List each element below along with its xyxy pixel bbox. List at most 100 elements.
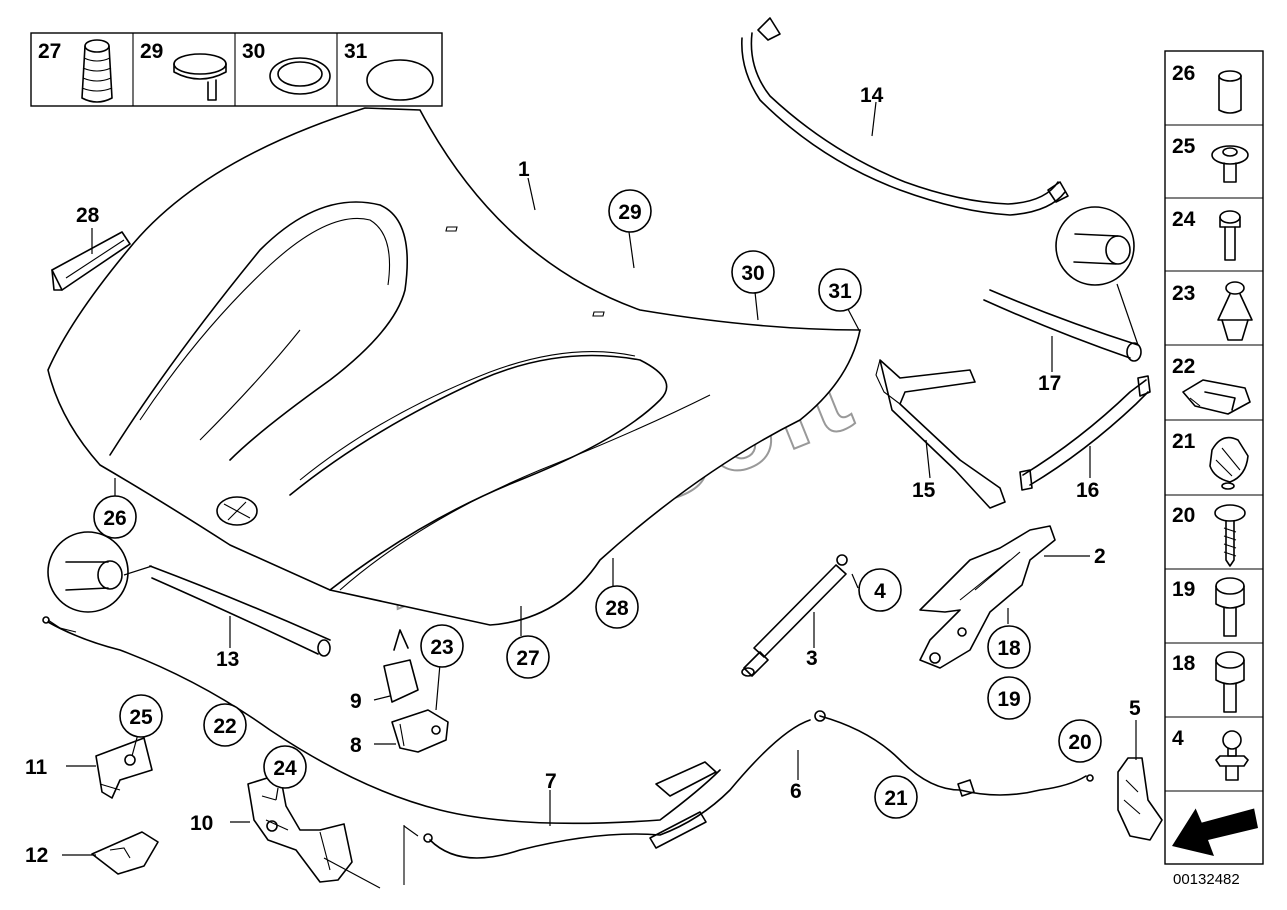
- svg-text:4: 4: [874, 580, 886, 603]
- bowden-cable: [42, 616, 811, 885]
- expanding-rivet-icon: [1211, 145, 1249, 183]
- svg-text:29: 29: [618, 201, 641, 224]
- cylinder-buffer-icon: [1218, 70, 1242, 114]
- circled-callout-19: 19: [987, 676, 1031, 720]
- callout-28-plain: 28: [76, 204, 100, 227]
- callout-10: 10: [190, 812, 213, 835]
- bolt-icon: [1219, 210, 1241, 261]
- svg-text:31: 31: [828, 280, 852, 303]
- callout-7: 7: [545, 770, 557, 793]
- side-panel-label-24: 24: [1172, 208, 1196, 231]
- circled-callout-21: 21: [874, 775, 918, 819]
- circled-callout-4: 4: [858, 568, 902, 612]
- top-panel-label-29: 29: [140, 40, 163, 63]
- leader-lines: [62, 101, 1137, 856]
- svg-text:30: 30: [741, 262, 764, 285]
- side-panel-label-23: 23: [1172, 282, 1195, 305]
- circled-callout-20: 20: [1058, 719, 1102, 763]
- release-cable: [814, 710, 1094, 797]
- plug-clip-icon: [173, 53, 227, 101]
- diagram-code: 00132482: [1173, 871, 1240, 888]
- circled-callout-24: 24: [263, 745, 307, 789]
- circled-callout-29: 29: [608, 189, 652, 233]
- callout-8: 8: [350, 734, 362, 757]
- grommet-icon: [269, 57, 331, 95]
- circled-callout-25: 25: [119, 694, 163, 738]
- side-panel-label-18: 18: [1172, 652, 1196, 675]
- buffer-holder: [391, 709, 449, 753]
- svg-text:27: 27: [516, 647, 539, 670]
- svg-text:26: 26: [103, 507, 126, 530]
- plain-callouts: 1 2 3 5 6 7 8 9 10 11 12 13 14 15 16 17 …: [25, 84, 1141, 867]
- tube-seal-left: [47, 531, 331, 657]
- hex-bolt-icon-18: [1215, 651, 1245, 713]
- circled-callout-22: 22: [203, 703, 247, 747]
- svg-text:22: 22: [213, 715, 236, 738]
- callout-11: 11: [25, 756, 48, 779]
- callout-2: 2: [1094, 545, 1106, 568]
- callout-9: 9: [350, 690, 362, 713]
- edge-protector: [51, 231, 131, 291]
- circled-callout-18: 18: [987, 625, 1031, 669]
- top-parts-panel: 27 29 30 31: [30, 32, 443, 107]
- hood-bracket-left: [875, 359, 1006, 509]
- svg-text:21: 21: [884, 787, 908, 810]
- callout-6: 6: [790, 780, 802, 803]
- side-panel-label-21: 21: [1172, 430, 1196, 453]
- top-panel-label-30: 30: [242, 40, 265, 63]
- side-panel-label-4: 4: [1172, 727, 1184, 750]
- circled-callout-28: 28: [595, 585, 639, 629]
- hex-bolt-icon-19: [1215, 577, 1245, 637]
- direction-arrow-icon: [1172, 807, 1258, 856]
- rubber-buffer-icon: [81, 39, 113, 103]
- lock-bracket: [95, 737, 153, 799]
- release-handle: [1117, 757, 1163, 841]
- spring-nut-icon: [1182, 379, 1251, 415]
- rubber-stopper: [383, 629, 419, 703]
- callout-17: 17: [1038, 372, 1061, 395]
- callout-1: 1: [518, 158, 530, 181]
- sealing-disc-icon: [366, 59, 434, 101]
- side-panel-label-26: 26: [1172, 62, 1195, 85]
- svg-text:18: 18: [997, 637, 1021, 660]
- callout-3: 3: [806, 647, 818, 670]
- side-panel-label-22: 22: [1172, 355, 1195, 378]
- gas-strut: [741, 554, 848, 677]
- callout-14: 14: [860, 84, 884, 107]
- push-clip-icon: [1217, 281, 1253, 341]
- circled-callout-31: 31: [818, 268, 862, 312]
- svg-text:23: 23: [430, 636, 453, 659]
- side-panel-label-20: 20: [1172, 504, 1195, 527]
- side-parts-panel: 26 25 24 23 22 21 20 19 18 4: [1164, 50, 1264, 865]
- hood-lock: [247, 773, 381, 889]
- hood-hinge: [919, 525, 1056, 669]
- side-panel-label-25: 25: [1172, 135, 1196, 158]
- side-panel-label-19: 19: [1172, 578, 1195, 601]
- callout-13: 13: [216, 648, 239, 671]
- svg-text:19: 19: [997, 688, 1020, 711]
- svg-text:20: 20: [1068, 731, 1091, 754]
- cable-clip-icon: [1209, 436, 1249, 490]
- seal-strip-right: [1019, 375, 1151, 491]
- lock-cover: [91, 831, 159, 875]
- ball-stud-icon: [1215, 730, 1249, 781]
- washer-screw-icon: [1214, 504, 1246, 567]
- engine-hood: [47, 107, 861, 626]
- tube-seal-right: [983, 206, 1142, 362]
- circled-callout-26: 26: [93, 495, 137, 539]
- callout-16: 16: [1076, 479, 1099, 502]
- callout-15: 15: [912, 479, 936, 502]
- hood-seal-top: [741, 17, 1069, 216]
- circled-callout-23: 23: [420, 624, 464, 668]
- top-panel-label-27: 27: [38, 40, 61, 63]
- circled-callouts: 4 18 19 20 21 22 23 24: [93, 189, 1102, 819]
- circled-callout-30: 30: [731, 250, 775, 294]
- svg-text:24: 24: [273, 757, 297, 780]
- callout-5: 5: [1129, 697, 1141, 720]
- svg-text:28: 28: [605, 597, 629, 620]
- top-panel-label-31: 31: [344, 40, 368, 63]
- circled-callout-27: 27: [506, 635, 550, 679]
- callout-12: 12: [25, 844, 48, 867]
- svg-text:25: 25: [129, 706, 153, 729]
